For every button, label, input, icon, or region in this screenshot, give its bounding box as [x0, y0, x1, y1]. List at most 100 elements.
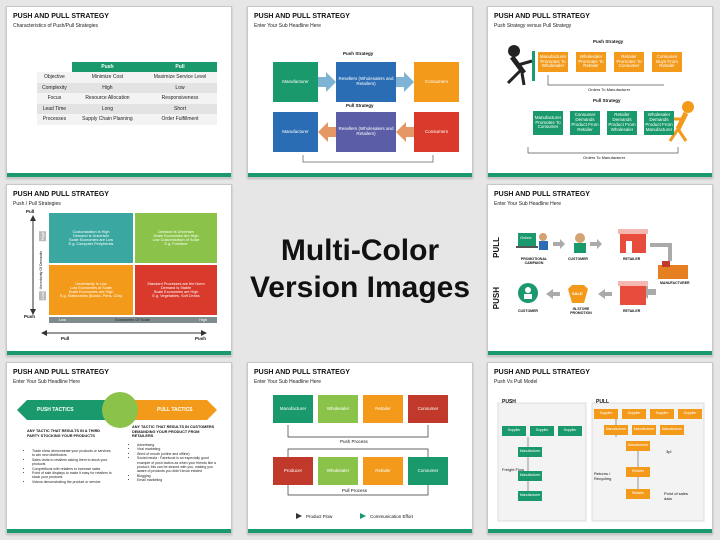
slide-thumbnail-4[interactable]: PUSH AND PULL STRATEGY Push / Pull Strat…: [6, 184, 232, 356]
slide-subtitle: Characteristics of Push/Pull Strategies: [13, 23, 99, 29]
legend-communication-effort: Communication Effort: [370, 514, 414, 519]
center-title: Multi-Color Version Images: [240, 232, 480, 306]
center-title-line-1: Multi-Color: [280, 234, 440, 267]
quadrant-text: E.g. Vegetables, Soft Drinks: [152, 294, 200, 299]
pull-retailer-box: Retailer: [626, 489, 650, 499]
consumers-box-push: Consumers: [414, 62, 459, 102]
push-supplier-box: Supplier: [502, 426, 526, 436]
pull-tactics-label: PULL TACTICS: [157, 407, 193, 413]
quadrant-text: Standard Processes are the Norm: [147, 281, 205, 286]
push-process-label: Push Process: [340, 439, 368, 444]
instore-promo-label: IN-STORE PROMOTION: [570, 307, 592, 315]
list-item: Trade show demonstrate your products or …: [32, 449, 112, 458]
pull-supplier-box: Supplier: [678, 409, 702, 419]
slide-thumbnail-1[interactable]: PUSH AND PULL STRATEGY Characteristics o…: [6, 6, 232, 178]
table-cell: Low: [143, 82, 217, 93]
slide-subtitle: Push / Pull Strategies: [13, 201, 61, 207]
quadrant-text: Scale Economies are Low: [69, 238, 113, 242]
table-cell: Long: [71, 103, 144, 114]
table-cell: Responsiveness: [143, 93, 217, 104]
table-cell: Objective: [37, 72, 72, 83]
quadrant-text: Demand Is Stable: [160, 285, 192, 290]
consumers-box-pull: Consumers: [414, 112, 459, 152]
slide-thumbnail-3[interactable]: PUSH AND PULL STRATEGY Push Strategy ver…: [487, 6, 713, 178]
model-panels: [497, 402, 705, 522]
slide-thumbnail-7[interactable]: PUSH AND PULL STRATEGY Enter Your Sub He…: [247, 362, 473, 534]
slide-subtitle: Enter Your Sub Headline Here: [254, 379, 321, 385]
push-supplier-box: Supplier: [558, 426, 582, 436]
slide-footer-bar: [248, 529, 472, 533]
table-cell: Supply Chain Planning: [71, 114, 144, 125]
table-header-push: Push: [71, 62, 144, 72]
slide-title: PUSH AND PULL STRATEGY: [13, 13, 109, 20]
quadrant-text: E.g. Computer Peripherals: [68, 242, 114, 247]
slide-title: PUSH AND PULL STRATEGY: [494, 191, 590, 198]
slide-subtitle: Push Strategy versus Pull Strategy: [494, 23, 572, 29]
pull-manufacturer-box: Manufacturer: [660, 425, 684, 435]
push-process-step-4: Consumer: [408, 395, 448, 423]
slide-thumbnail-6[interactable]: PUSH AND PULL STRATEGY Enter Your Sub He…: [6, 362, 232, 534]
pull-tactics-heading: ANY TACTIC THAT RESULTS IN CUSTOMERS DEM…: [132, 425, 215, 439]
push-process-step-3: Retailer: [363, 395, 403, 423]
x-axis-left-label: Pull: [61, 336, 70, 341]
pull-tactics-list: Advertising Viral marketing Word of mout…: [132, 443, 217, 482]
quadrant-text: Scale Economies are High: [153, 290, 199, 294]
slide-thumbnail-8[interactable]: PUSH AND PULL STRATEGY Push Vs Pull Mode…: [487, 362, 713, 534]
quadrant-text: E.g. Furniture: [164, 242, 188, 247]
slide-footer-bar: [7, 173, 231, 177]
pull-process-step-1: Producer: [273, 457, 313, 485]
push-tactics-heading: ANY TACTIC THAT RESULTS IN A THIRD PARTY…: [27, 429, 101, 438]
table-header-pull: Pull: [143, 62, 217, 72]
pull-strategy-label: Pull Strategy: [346, 103, 374, 108]
returns-label: Returns / Recycling: [594, 471, 612, 481]
pull-supplier-box: Supplier: [622, 409, 646, 419]
slide-footer-bar: [7, 529, 231, 533]
point-of-sales-label: Point of sales data: [664, 491, 689, 501]
pull-orders-label: Orders To Manufacturer: [583, 155, 626, 160]
x-axis-right-label: Push: [195, 336, 207, 341]
x-axis-scale-bar: Low Economies Of Scale High: [49, 317, 217, 323]
slide-subtitle: Enter Your Sub Headline Here: [494, 201, 561, 207]
slide-thumbnail-5[interactable]: PUSH AND PULL STRATEGY Enter Your Sub He…: [487, 184, 713, 356]
pull-supplier-box: Supplier: [650, 409, 674, 419]
list-item: Sales visits to retailers asking them to…: [32, 458, 112, 467]
manufacturer-label: MANUFACTURER: [660, 281, 690, 285]
table-cell: Order Fulfillment: [143, 114, 217, 125]
pull-strategy-label: Pull Strategy: [593, 98, 621, 103]
x-low-label: Low: [59, 317, 66, 322]
table-header-empty: [37, 62, 72, 72]
list-item: Point of sale displays to make it easy f…: [32, 471, 112, 480]
threepl-label: 3pl: [666, 449, 672, 454]
slide-subtitle: Enter Your Sub Headline Here: [254, 23, 321, 29]
slide-title: PUSH AND PULL STRATEGY: [13, 369, 109, 376]
slide-footer-bar: [248, 173, 472, 177]
quadrant-text: Demand Is Uncertain: [158, 229, 194, 234]
table-cell: Resource Allocation: [71, 93, 144, 104]
pull-manufacturer-box: Manufacturer: [626, 441, 650, 451]
y-low-label: Low: [39, 291, 46, 301]
push-step-4: Consumer Buys From Retailer: [652, 52, 682, 72]
retailer-label-top: RETAILER: [623, 257, 641, 261]
slide-title: PUSH AND PULL STRATEGY: [494, 369, 590, 376]
pull-process-step-4: Consumer: [408, 457, 448, 485]
table-cell: High: [71, 82, 144, 93]
pull-manufacturer-box: Manufacturer: [632, 425, 656, 435]
pull-model-label: PULL: [596, 399, 610, 405]
slide-title: PUSH AND PULL STRATEGY: [13, 191, 109, 198]
resellers-box-push: Resellers (Wholesalers and Retailers): [336, 62, 396, 102]
table-cell: Processes: [37, 114, 72, 125]
slide-title: PUSH AND PULL STRATEGY: [494, 13, 590, 20]
slide-title: PUSH AND PULL STRATEGY: [254, 13, 350, 20]
slide-thumbnail-2[interactable]: PUSH AND PULL STRATEGY Enter Your Sub He…: [247, 6, 473, 178]
pull-step-4: Wholesaler Demands Product From Manufact…: [644, 111, 674, 135]
list-item: Advertising: [137, 443, 217, 447]
quadrant-text: Uncertainty Is Low: [75, 281, 107, 286]
push-orders-label: Orders To Manufacturer: [588, 87, 631, 92]
customer-label-top: CUSTOMER: [568, 257, 588, 261]
